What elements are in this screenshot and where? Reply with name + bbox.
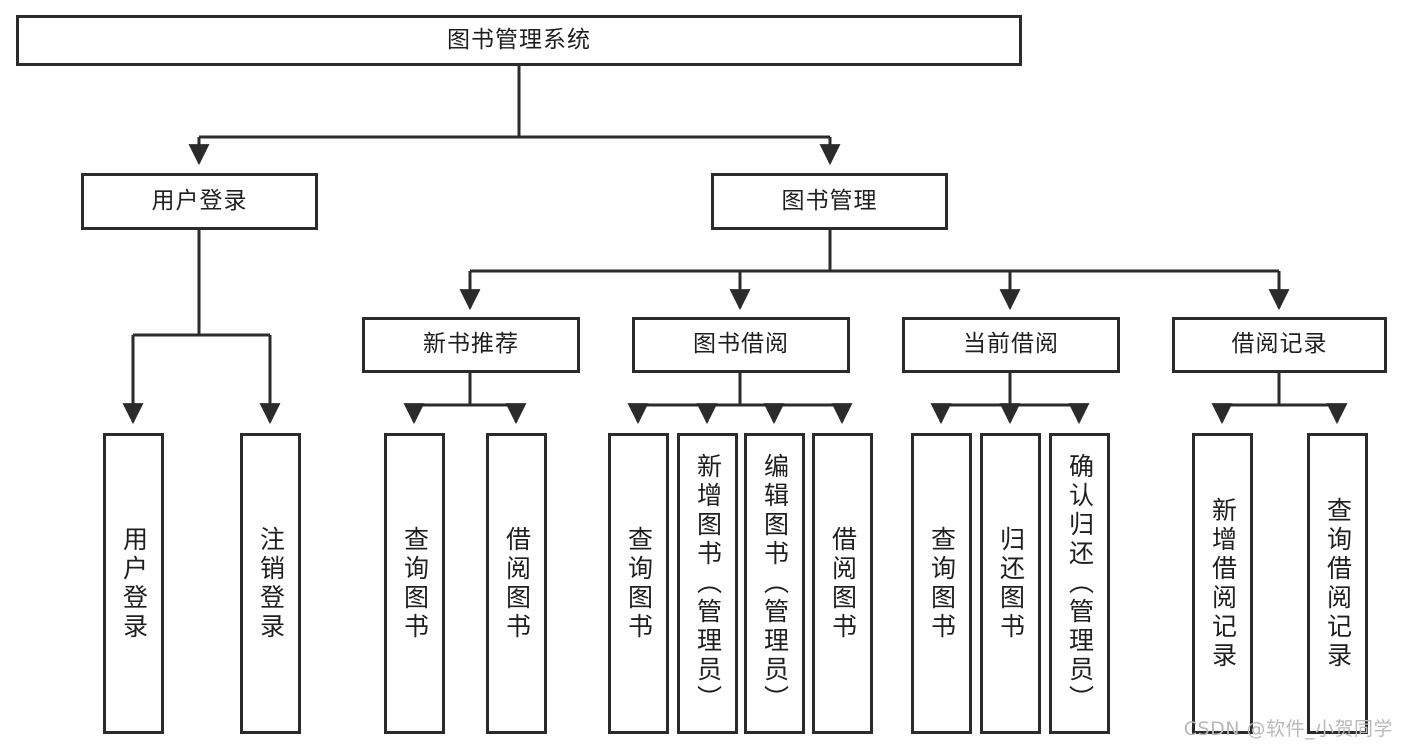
node-label: 新增借阅记录 (1208, 496, 1238, 671)
node-label: 查询图书 (927, 525, 957, 642)
node-book-management[interactable]: 图书管理 (711, 173, 948, 230)
node-label: 查询图书 (624, 525, 654, 642)
watermark-text: CSDN @软件_小贺同学 (1183, 718, 1393, 740)
leaf-user-login-login[interactable]: 用户登录 (103, 433, 164, 734)
node-label: 确认归还（管理员） (1065, 453, 1095, 714)
node-label: 查询借阅记录 (1323, 496, 1353, 671)
node-label: 图书借阅 (693, 331, 789, 358)
node-label: 当前借阅 (963, 331, 1059, 358)
node-borrow-record[interactable]: 借阅记录 (1172, 317, 1387, 373)
node-label: 编辑图书（管理员） (760, 453, 790, 714)
node-label: 借阅图书 (828, 525, 858, 642)
leaf-borrow-query-book[interactable]: 查询图书 (608, 433, 669, 734)
node-label: 归还图书 (996, 525, 1026, 642)
node-book-borrow[interactable]: 图书借阅 (632, 317, 850, 373)
node-label: 新书推荐 (423, 331, 519, 358)
leaf-borrow-add-book-admin[interactable]: 新增图书（管理员） (677, 433, 738, 734)
node-current-borrow[interactable]: 当前借阅 (902, 317, 1120, 373)
node-user-login[interactable]: 用户登录 (81, 173, 318, 230)
leaf-record-query-borrow-record[interactable]: 查询借阅记录 (1307, 433, 1368, 734)
node-label: 借阅图书 (502, 525, 532, 642)
leaf-current-return-book[interactable]: 归还图书 (980, 433, 1041, 734)
node-label: 用户登录 (119, 525, 149, 642)
node-label: 图书管理系统 (447, 26, 591, 53)
node-label: 借阅记录 (1231, 331, 1328, 358)
leaf-record-add-borrow-record[interactable]: 新增借阅记录 (1192, 433, 1253, 734)
leaf-user-login-logout[interactable]: 注销登录 (240, 433, 301, 734)
leaf-current-confirm-return-admin[interactable]: 确认归还（管理员） (1049, 433, 1110, 734)
leaf-current-query-book[interactable]: 查询图书 (911, 433, 972, 734)
node-label: 用户登录 (151, 187, 248, 214)
node-new-book-recommend[interactable]: 新书推荐 (362, 317, 580, 373)
leaf-borrow-borrow-book[interactable]: 借阅图书 (812, 433, 873, 734)
node-label: 图书管理 (781, 187, 878, 214)
leaf-new-book-borrow-book[interactable]: 借阅图书 (486, 433, 547, 734)
leaf-borrow-edit-book-admin[interactable]: 编辑图书（管理员） (744, 433, 805, 734)
leaf-new-book-query-book[interactable]: 查询图书 (384, 433, 445, 734)
node-label: 查询图书 (400, 525, 430, 642)
node-label: 新增图书（管理员） (693, 453, 723, 714)
node-root-book-management-system[interactable]: 图书管理系统 (16, 15, 1022, 66)
node-label: 注销登录 (256, 525, 286, 642)
